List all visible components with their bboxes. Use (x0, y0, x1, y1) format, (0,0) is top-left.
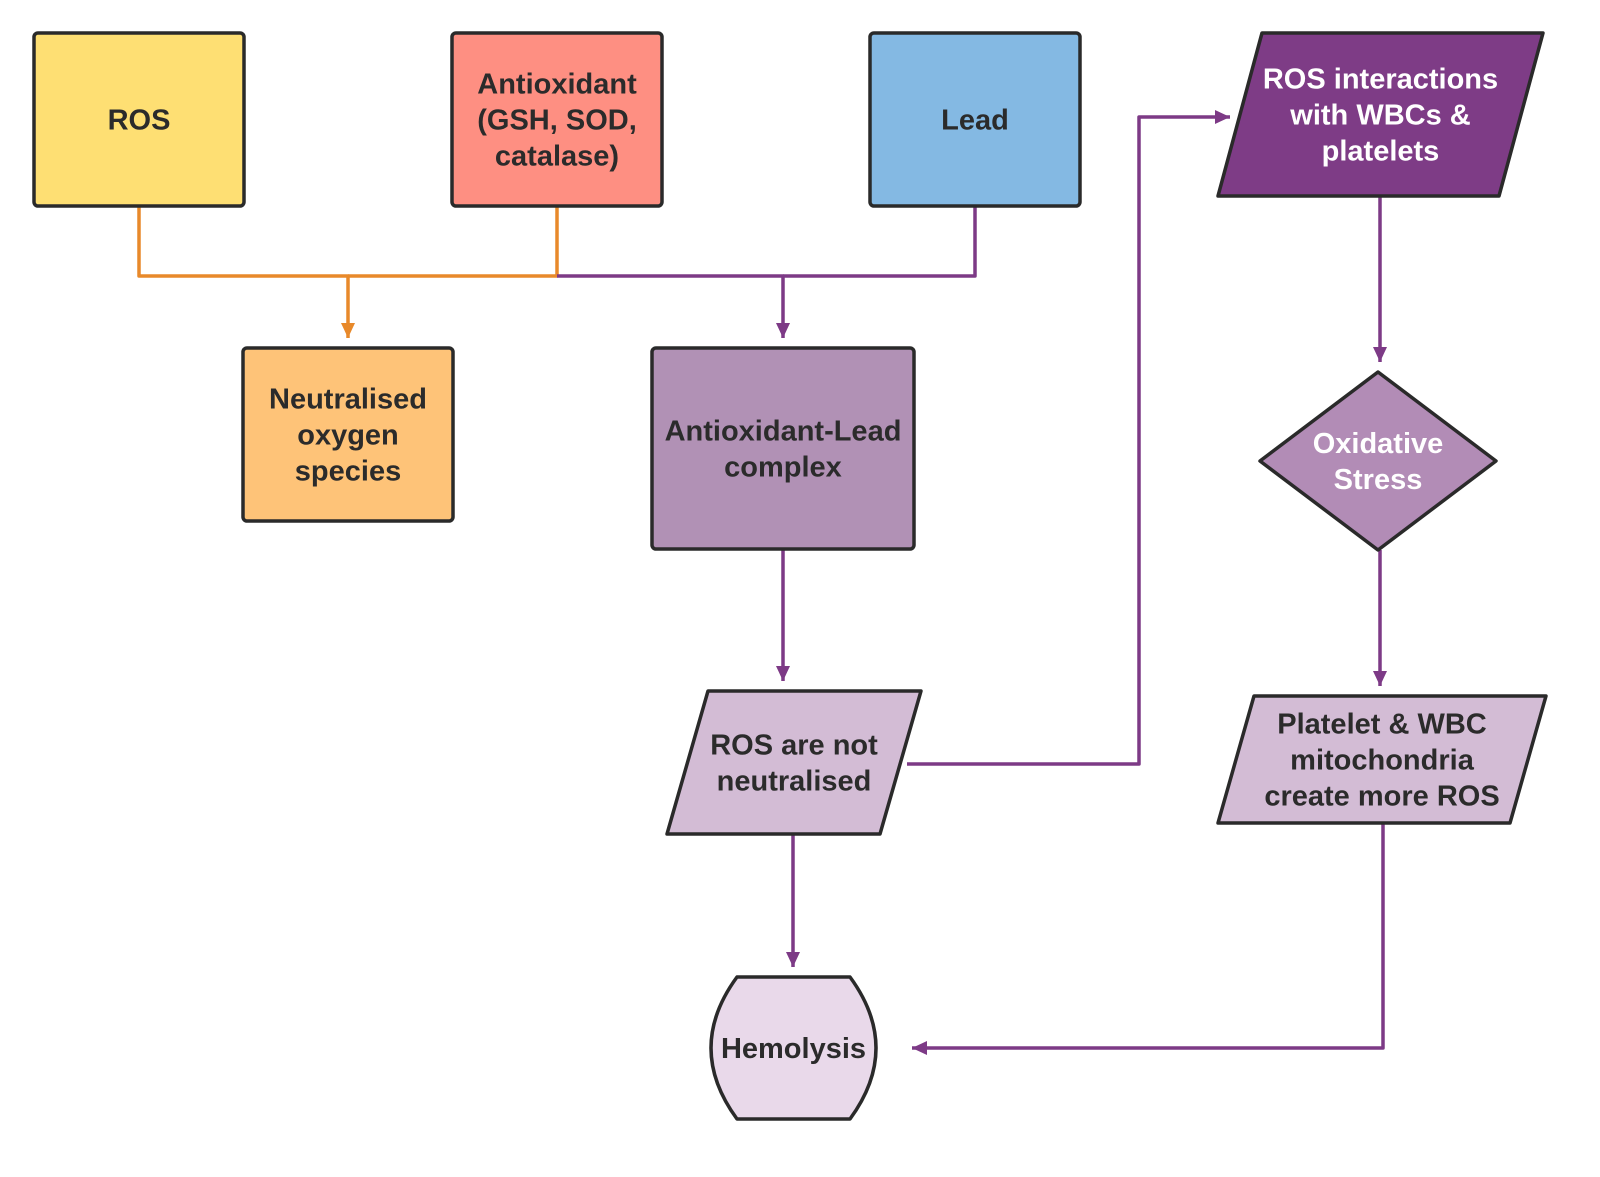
antioxidant-lead-complex-box: Antioxidant-Lead complex (650, 346, 916, 551)
ros-not-neutralised-box-label: ROS are not neutralised (710, 730, 878, 798)
connector-oxidative-stress-to-platelet (1373, 550, 1387, 686)
ros-interactions-box-label-line: platelets (1322, 136, 1440, 168)
connector-antioxidant-to-complex (557, 274, 790, 338)
lead-box: Lead (868, 31, 1082, 208)
ros-interactions-box-label-line: with WBCs & (1289, 100, 1470, 132)
hemolysis-terminal-label-line: Hemolysis (721, 1033, 866, 1065)
ros-box-label-line: ROS (108, 105, 171, 137)
connector-antioxidant-to-neutralised-line (348, 206, 559, 278)
lead-box-shape (868, 31, 1082, 208)
connector-lead-to-complex (783, 206, 977, 278)
connector-complex-to-not-neutralised (776, 549, 790, 681)
connector-oxidative-stress-to-platelet-arrowhead (1373, 671, 1387, 686)
platelet-wbc-mitochondria-box-label: Platelet & WBC mitochondria create more RO… (1264, 709, 1499, 813)
ros-box-label: ROS (108, 105, 171, 137)
platelet-wbc-mitochondria-box-label-line: Platelet & WBC (1277, 709, 1487, 741)
connector-not-neutralised-to-ros-interactions (907, 110, 1230, 766)
neutralised-oxygen-species-box-label-line: species (295, 456, 401, 488)
ros-not-neutralised-box: ROS are not neutralised (665, 689, 923, 836)
connector-not-neutralised-to-ros-interactions-line (907, 115, 1230, 766)
lead-box-label: Lead (941, 105, 1009, 137)
antioxidant-box: Antioxidant (GSH, SOD, catalase) (450, 31, 664, 208)
connector-not-neutralised-to-hemolysis-arrowhead (786, 952, 800, 967)
connector-complex-to-not-neutralised-arrowhead (776, 666, 790, 681)
connector-ros-to-neutralised-arrowhead (341, 323, 355, 338)
connector-not-neutralised-to-ros-interactions-arrowhead (1215, 110, 1230, 124)
platelet-wbc-mitochondria-box: Platelet & WBC mitochondria create more RO… (1216, 694, 1548, 825)
connector-platelet-to-hemolysis (912, 823, 1385, 1055)
neutralised-oxygen-species-box-label: Neutralised oxygen species (269, 384, 427, 488)
antioxidant-lead-complex-box-shape (650, 346, 916, 551)
hemolysis-terminal-label: Hemolysis (721, 1033, 866, 1065)
neutralised-oxygen-species-box-label-line: Neutralised (269, 384, 427, 416)
connector-antioxidant-to-complex-line (557, 274, 785, 338)
oxidative-stress-diamond-shape (1258, 370, 1498, 552)
antioxidant-lead-complex-box-label: Antioxidant-Lead complex (665, 416, 902, 484)
neutralised-oxygen-species-box-label-line: oxygen (297, 420, 399, 452)
hemolysis-terminal-shape (709, 975, 878, 1121)
ros-box-shape (32, 31, 246, 208)
connector-ros-to-neutralised (137, 206, 355, 338)
neutralised-oxygen-species-box-shape (241, 346, 455, 523)
ros-not-neutralised-box-label-line: neutralised (717, 766, 872, 798)
connector-lead-to-complex-line (783, 206, 977, 278)
connector-antioxidant-to-neutralised (348, 206, 559, 278)
connector-ros-to-neutralised-line (137, 206, 350, 338)
platelet-wbc-mitochondria-box-label-line: mitochondria (1290, 745, 1475, 777)
antioxidant-lead-complex-box-label-line: complex (724, 452, 842, 484)
antioxidant-box-label-line: (GSH, SOD, (477, 105, 637, 137)
oxidative-stress-diamond-label-line: Oxidative (1313, 428, 1444, 460)
connector-layer (137, 110, 1387, 1055)
ros-interactions-box-shape (1216, 31, 1545, 198)
antioxidant-box-label: Antioxidant (GSH, SOD, catalase) (477, 69, 637, 173)
oxidative-stress-diamond-label-line: Stress (1334, 464, 1423, 496)
hemolysis-terminal: Hemolysis (709, 975, 878, 1121)
connector-ros-interactions-to-oxidative-stress (1373, 196, 1387, 362)
ros-interactions-box-label-line: ROS interactions (1263, 64, 1498, 96)
connector-platelet-to-hemolysis-line (912, 823, 1385, 1050)
connector-ros-interactions-to-oxidative-stress-arrowhead (1373, 347, 1387, 362)
ros-interactions-box: ROS interactions with WBCs & platelets (1216, 31, 1545, 198)
connector-not-neutralised-to-hemolysis (786, 834, 800, 967)
ros-box: ROS (32, 31, 246, 208)
ros-not-neutralised-box-shape (665, 689, 923, 836)
platelet-wbc-mitochondria-box-shape (1216, 694, 1548, 825)
antioxidant-box-label-line: catalase) (495, 141, 619, 173)
antioxidant-box-label-line: Antioxidant (477, 69, 637, 101)
ros-interactions-box-label: ROS interactions with WBCs & platelets (1263, 64, 1498, 168)
ros-not-neutralised-box-label-line: ROS are not (710, 730, 878, 762)
platelet-wbc-mitochondria-box-label-line: create more ROS (1264, 781, 1499, 813)
connector-antioxidant-to-complex-arrowhead (776, 323, 790, 338)
lead-box-label-line: Lead (941, 105, 1009, 137)
antioxidant-box-shape (450, 31, 664, 208)
neutralised-oxygen-species-box: Neutralised oxygen species (241, 346, 455, 523)
antioxidant-lead-complex-box-label-line: Antioxidant-Lead (665, 416, 902, 448)
connector-platelet-to-hemolysis-arrowhead (912, 1041, 927, 1055)
